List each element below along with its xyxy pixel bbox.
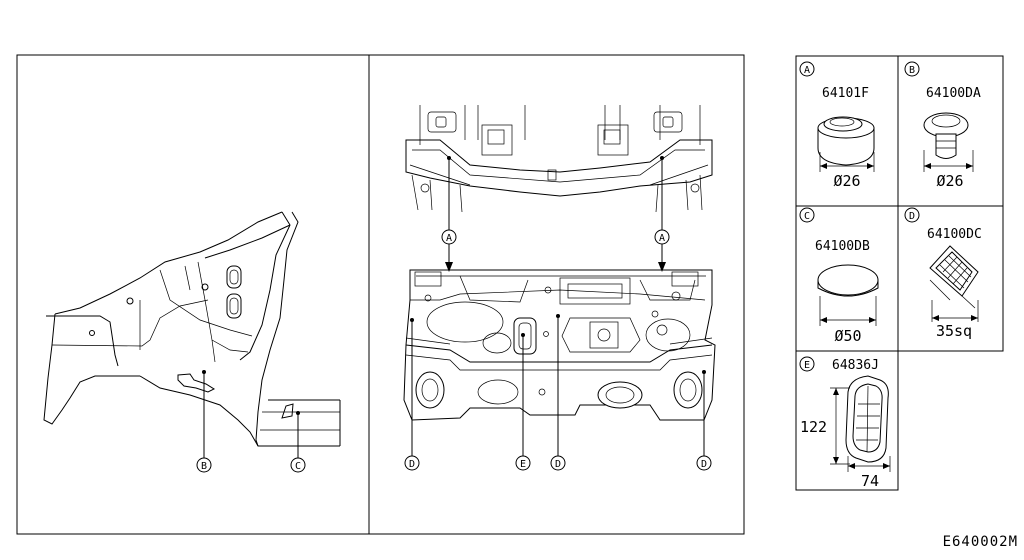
part-d-number: 64100DC: [927, 227, 982, 242]
svg-text:D: D: [555, 459, 561, 470]
part-e-number: 64836J: [832, 358, 879, 373]
part-a-dimension: Ø26: [833, 172, 860, 190]
reference-code: E640002M: [942, 534, 1018, 550]
plug-c-icon: [817, 264, 879, 297]
callout-d-left: D: [404, 455, 420, 471]
part-a-cell: A 64101F Ø26: [799, 61, 875, 190]
part-b-number: 64100DA: [926, 86, 981, 101]
vent-e-icon: [845, 375, 889, 463]
part-a-number: 64101F: [822, 86, 869, 101]
arrow-right-icon: [658, 262, 666, 272]
part-e-height: 122: [800, 418, 827, 436]
dash-panel-drawing: [403, 269, 716, 456]
callout-e-center: E: [515, 455, 531, 471]
callout-b-side: B: [196, 457, 212, 473]
svg-text:D: D: [909, 211, 915, 222]
callout-d-center: D: [550, 455, 566, 471]
callout-c-side: C: [290, 457, 306, 473]
part-d-dimension: 35sq: [936, 322, 972, 340]
svg-text:D: D: [409, 459, 415, 470]
part-e-cell: E 64836J 122 74: [799, 356, 891, 490]
svg-text:D: D: [701, 459, 707, 470]
svg-text:E: E: [804, 360, 810, 371]
cowl-top-drawing: [405, 105, 713, 230]
parts-legend: A 64101F Ø26 B 64100DA: [795, 55, 1004, 491]
svg-text:A: A: [446, 233, 452, 244]
svg-text:A: A: [659, 233, 665, 244]
part-d-cell: D 64100DC 35sq: [904, 207, 982, 340]
callout-d-right: D: [696, 455, 712, 471]
part-b-cell: B 64100DA Ø26: [904, 61, 981, 190]
part-c-dimension: Ø50: [834, 327, 861, 345]
svg-text:C: C: [295, 461, 301, 472]
arrow-left-icon: [445, 262, 453, 272]
svg-text:A: A: [804, 65, 810, 76]
clip-b-icon: [923, 112, 969, 159]
part-c-cell: C 64100DB Ø50: [799, 207, 879, 345]
side-body-drawing: [43, 211, 341, 458]
callout-a-right: A: [654, 229, 670, 245]
dash-panel-view: A A: [403, 105, 716, 471]
part-b-dimension: Ø26: [936, 172, 963, 190]
part-e-width: 74: [861, 472, 879, 490]
svg-text:C: C: [804, 211, 810, 222]
svg-text:B: B: [201, 461, 207, 472]
svg-text:B: B: [909, 65, 915, 76]
part-c-number: 64100DB: [815, 239, 870, 254]
side-view-panel: B C: [16, 54, 745, 535]
grommet-a-icon: [817, 116, 875, 166]
mesh-plug-d-icon: [929, 245, 979, 297]
callout-a-left: A: [441, 229, 457, 245]
svg-text:E: E: [520, 459, 526, 470]
